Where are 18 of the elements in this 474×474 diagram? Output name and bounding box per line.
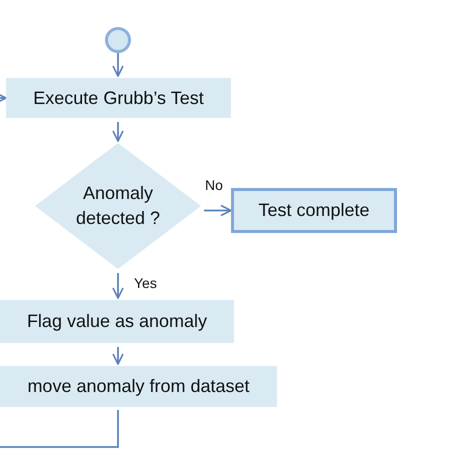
- node-text: Test complete: [258, 200, 370, 221]
- process-box: [6, 78, 231, 118]
- node-text: Flag value as anomaly: [26, 311, 208, 332]
- node-text: Execute Grubb’s Test: [33, 88, 204, 108]
- arrow: [112, 122, 124, 142]
- arrow: [112, 347, 124, 365]
- arrow: [204, 204, 232, 216]
- arrow: [0, 92, 119, 448]
- process-box: [0, 366, 277, 407]
- edge-label: Yes: [133, 275, 158, 291]
- arrow: [112, 273, 124, 299]
- node-text: Anomaly detected ?: [74, 182, 162, 230]
- process-box: [0, 300, 234, 343]
- start-circle: [105, 27, 131, 53]
- arrow: [112, 53, 124, 77]
- node-text: move anomaly from dataset: [27, 376, 250, 397]
- decision-diamond: [35, 143, 201, 269]
- end-box: [231, 188, 397, 233]
